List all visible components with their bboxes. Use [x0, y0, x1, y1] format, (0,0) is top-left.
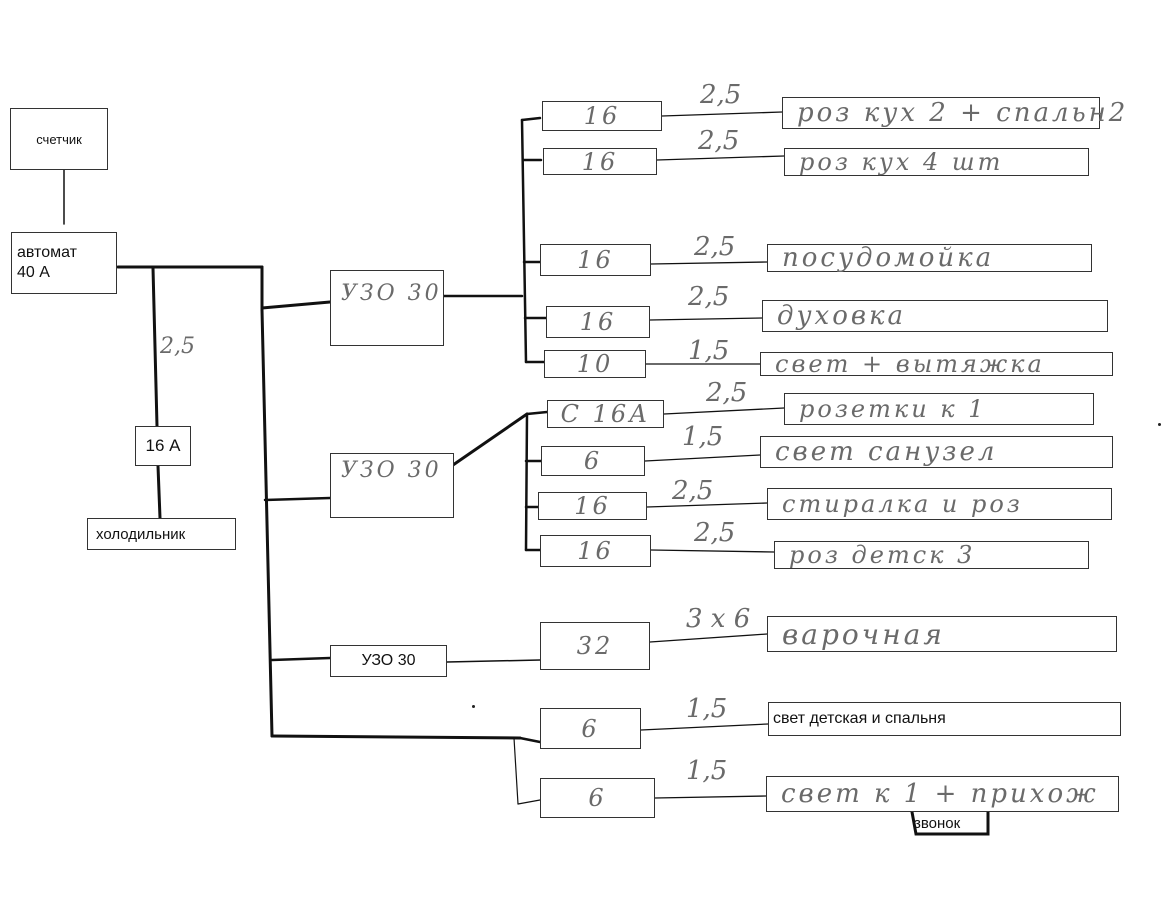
stray-mark — [472, 705, 475, 708]
load-box: стиралка и роз — [767, 488, 1112, 520]
breaker-box: 16 — [538, 492, 647, 520]
breaker-box: 6 — [540, 778, 655, 818]
bus-to-rcd2 — [263, 496, 332, 502]
wire-size-label: 2,5 — [694, 518, 736, 548]
breaker-rating: 16 — [583, 102, 621, 130]
wire-size-label: 1,5 — [686, 694, 728, 724]
rcd3-label: УЗО 30 — [361, 652, 416, 669]
breaker-box: 32 — [540, 622, 650, 670]
breaker-rating: 6 — [581, 714, 600, 743]
meter-label: счетчик — [36, 131, 82, 147]
load-box: духовка — [762, 300, 1108, 332]
breaker-rating: 16 — [577, 246, 614, 274]
breaker-rating: 16 — [579, 308, 617, 336]
wire-size-label: 2,5 — [694, 232, 736, 262]
wire-size-label: 3 x 6 — [686, 604, 751, 634]
load-box: посудомойка — [767, 243, 1092, 273]
rcd2-box: УЗО 30 — [330, 453, 454, 518]
main-bus-wire — [260, 308, 274, 738]
breaker-box: 16 — [540, 535, 651, 567]
breaker-rating: 16 — [581, 147, 619, 176]
main-breaker-rating: 40 А — [17, 264, 50, 281]
rcd1-bus — [520, 118, 528, 364]
wire-size-label: 2,5 — [688, 282, 730, 312]
breaker-box: 16 — [540, 244, 651, 276]
load-label: свет + вытяжка — [775, 350, 1045, 378]
wire-size-label: 2,5 — [700, 80, 742, 110]
load-box: роз детск 3 — [774, 541, 1089, 569]
load-label: роз кух 2 + спальн2 — [797, 98, 1129, 128]
load-box: свет детская и спальня — [768, 702, 1121, 736]
stray-mark — [1158, 423, 1161, 426]
wire-size-label: 2,5 — [706, 378, 748, 408]
load-box: свет + вытяжка — [760, 350, 1113, 378]
breaker-rating: 6 — [588, 784, 607, 812]
bus-to-rcd3 — [270, 656, 332, 662]
fridge-feed-wire — [151, 266, 159, 428]
load-label: посудомойка — [782, 243, 995, 273]
load-label: роз кух 4 шт — [799, 148, 1004, 176]
rcd2-bus — [524, 412, 529, 552]
meter-box: счетчик — [10, 108, 108, 170]
load-label: стиралка и роз — [782, 490, 1023, 518]
fridge-breaker-box: 16 А — [135, 426, 191, 466]
breaker-rating: 10 — [576, 350, 614, 378]
breaker-rating: 16 — [577, 537, 614, 565]
load-box: варочная — [767, 616, 1117, 652]
breaker-rating: 32 — [576, 632, 614, 660]
fridge-box: холодильник — [87, 518, 236, 550]
breaker-box: 16 — [543, 147, 657, 176]
load-label: свет санузел — [775, 437, 998, 467]
load-box: свет санузел — [760, 436, 1113, 468]
load-label: роз детск 3 — [789, 541, 976, 569]
fridge-breaker-label: 16 А — [145, 436, 181, 455]
breaker-box: 6 — [540, 708, 641, 749]
bus-to-light-breakers — [270, 734, 522, 740]
bus-to-rcd1 — [260, 300, 332, 310]
load-box: свет к 1 + прихож — [766, 776, 1119, 812]
fridge-wire-label: 2,5 — [160, 334, 195, 359]
load-box: розетки к 1 — [784, 393, 1094, 425]
breaker-box: 16 — [546, 306, 650, 338]
load-label: розетки к 1 — [799, 395, 987, 423]
load-box: роз кух 2 + спальн2 — [782, 97, 1125, 129]
wire-size-label: 1,5 — [688, 336, 730, 366]
fridge-label: холодильник — [96, 525, 186, 543]
breaker-box: С 16А — [547, 400, 664, 428]
breaker-box: 16 — [542, 101, 662, 131]
wire-size-label: 2,5 — [672, 476, 714, 506]
breaker-box: 10 — [544, 350, 646, 378]
doorbell-label: звонок — [914, 815, 961, 832]
breaker-rating: 6 — [583, 447, 603, 475]
wire-size-label: 1,5 — [686, 756, 728, 786]
load-label: свет детская и спальня — [773, 710, 946, 727]
load-label: свет к 1 + прихож — [781, 779, 1099, 809]
breaker-rating: С 16А — [560, 400, 651, 428]
wire-size-label: 2,5 — [698, 126, 740, 156]
rcd1-label: УЗО 30 — [341, 281, 442, 306]
breaker-box: 6 — [541, 446, 645, 476]
main-breaker-box: автомат 40 А — [11, 232, 117, 294]
load-label: варочная — [782, 617, 945, 651]
load-box: роз кух 4 шт — [784, 148, 1089, 176]
rcd2-label: УЗО 30 — [341, 458, 442, 483]
load-label: духовка — [777, 301, 907, 331]
main-breaker-label: автомат — [17, 244, 77, 261]
rcd3-box: УЗО 30 — [330, 645, 447, 677]
wire-size-label: 1,5 — [682, 422, 724, 452]
breaker-rating: 16 — [574, 492, 611, 520]
rcd1-box: УЗО 30 — [330, 270, 444, 346]
